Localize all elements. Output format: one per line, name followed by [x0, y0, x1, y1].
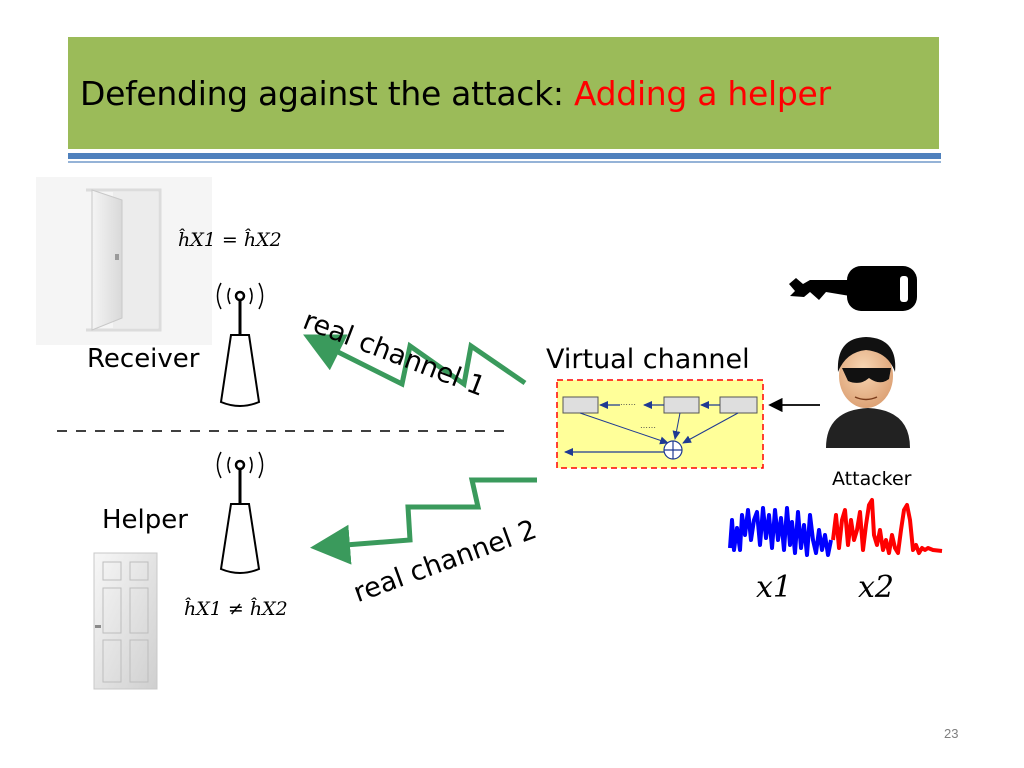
- real-channel-2-arrow: [310, 477, 537, 565]
- helper-antenna-icon: [216, 451, 264, 574]
- virtual-channel-label: Virtual channel: [546, 344, 750, 375]
- signal-x1-waveform: [728, 506, 833, 557]
- receiver-label: Receiver: [87, 344, 200, 374]
- door-open-icon: [36, 177, 212, 345]
- page-number: 23: [944, 726, 959, 741]
- attacker-label: Attacker: [832, 468, 912, 490]
- signal-x1-label: x1: [756, 570, 792, 605]
- signal-x2-waveform: [831, 498, 943, 555]
- title-rule: [68, 153, 941, 159]
- key-icon: [789, 266, 917, 311]
- equation-helper-text: ĥX1 ≠ ĥX2: [184, 598, 288, 620]
- real-channel-1-arrow: [303, 334, 527, 389]
- attacker-icon: [826, 337, 910, 448]
- title-rule-thin: [68, 161, 941, 163]
- vc-dots-middle: ……: [640, 421, 656, 430]
- title-bar: [68, 37, 939, 149]
- title-prefix: Defending against the attack:: [80, 74, 574, 113]
- title-highlight: Adding a helper: [573, 74, 831, 113]
- equation-receiver: ĥX1 = ĥX2: [178, 229, 282, 251]
- door-closed-icon: [93, 552, 158, 690]
- helper-label: Helper: [102, 505, 188, 535]
- equation-receiver-text: ĥX1 = ĥX2: [178, 229, 282, 251]
- signal-x1-text: x1: [756, 570, 793, 605]
- slide-title: Defending against the attack: Adding a h…: [80, 74, 831, 113]
- signal-x2-label: x2: [858, 570, 894, 605]
- receiver-antenna-icon: [216, 282, 264, 407]
- vc-dots-top: ……: [620, 398, 636, 407]
- virtual-channel-box: [556, 379, 764, 469]
- equation-helper: ĥX1 ≠ ĥX2: [184, 598, 288, 620]
- signal-x2-text: x2: [858, 570, 895, 605]
